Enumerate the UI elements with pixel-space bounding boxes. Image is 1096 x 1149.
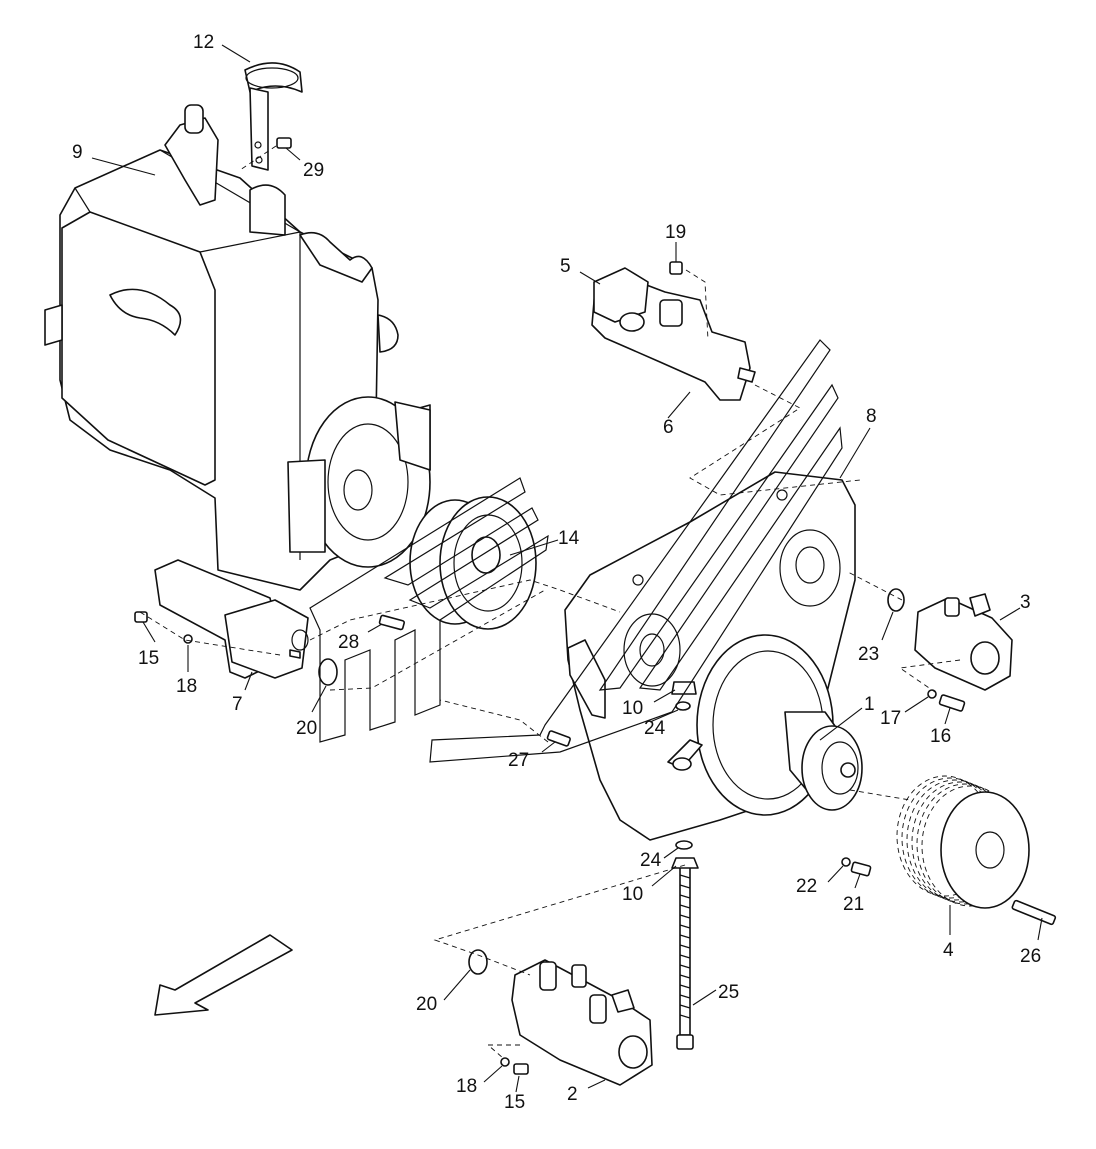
callout-2: 2 (567, 1084, 578, 1105)
hydraulic-motor (591, 267, 756, 401)
bolt-26 (1011, 899, 1057, 926)
callout-9: 9 (72, 142, 83, 163)
engine-block (44, 104, 431, 591)
callout-3: 3 (1020, 592, 1031, 613)
bolt-21 (841, 857, 872, 877)
direction-arrow-icon (154, 934, 293, 1016)
callout-29: 29 (303, 160, 324, 181)
callout-labels: 12 9 29 19 5 6 8 14 3 23 15 18 7 28 20 1… (72, 32, 1041, 1113)
bolt-16 (927, 689, 966, 712)
callout-16: 16 (930, 726, 951, 747)
callout-6: 6 (663, 417, 674, 438)
callout-7: 7 (232, 694, 243, 715)
bolt-29 (239, 137, 292, 171)
outline-arrow-left (309, 477, 549, 743)
callout-22: 22 (796, 876, 817, 897)
outline-arrow-right (429, 339, 843, 763)
callout-10-upper: 10 (622, 698, 643, 719)
leader-lines (91, 44, 1043, 1093)
bolt-27 (546, 730, 571, 747)
callout-20-upper: 20 (296, 718, 317, 739)
callout-27: 27 (508, 750, 529, 771)
callout-18-upper: 18 (176, 676, 197, 697)
callout-19: 19 (665, 222, 686, 243)
valve-block-small (914, 593, 1013, 691)
callout-4: 4 (943, 940, 954, 961)
bolt-19 (669, 261, 709, 341)
callout-20-lower: 20 (416, 994, 437, 1015)
callout-23: 23 (858, 644, 879, 665)
o-ring-20-upper (318, 658, 338, 686)
callout-5: 5 (560, 256, 571, 277)
coupling-flange (409, 496, 537, 630)
callout-1: 1 (864, 694, 875, 715)
bracket-lug (667, 739, 703, 771)
callout-8: 8 (866, 406, 877, 427)
engine-flange-housing (287, 396, 431, 568)
callout-24-upper: 24 (644, 718, 666, 739)
gear-pump (154, 559, 309, 679)
o-ring-20-lower (468, 949, 488, 975)
callout-10-lower: 10 (622, 884, 643, 905)
callout-21: 21 (843, 894, 864, 915)
callout-24-lower: 24 (640, 850, 662, 871)
callout-28: 28 (338, 632, 359, 653)
callout-14: 14 (558, 528, 580, 549)
callout-15-lower: 15 (504, 1092, 525, 1113)
callout-15-upper: 15 (138, 648, 159, 669)
control-valve (511, 959, 653, 1086)
clutch-hub (696, 634, 863, 816)
filter-housing (164, 104, 219, 206)
callout-26: 26 (1020, 946, 1041, 967)
belt-pulley (896, 775, 1030, 909)
callout-12: 12 (193, 32, 214, 53)
callout-25: 25 (718, 982, 739, 1003)
bolt-15-lower (500, 1057, 529, 1075)
bolt-28 (378, 614, 405, 631)
callout-17: 17 (880, 708, 901, 729)
callout-18-lower: 18 (456, 1076, 477, 1097)
pipe-clamp-bracket (244, 62, 303, 171)
